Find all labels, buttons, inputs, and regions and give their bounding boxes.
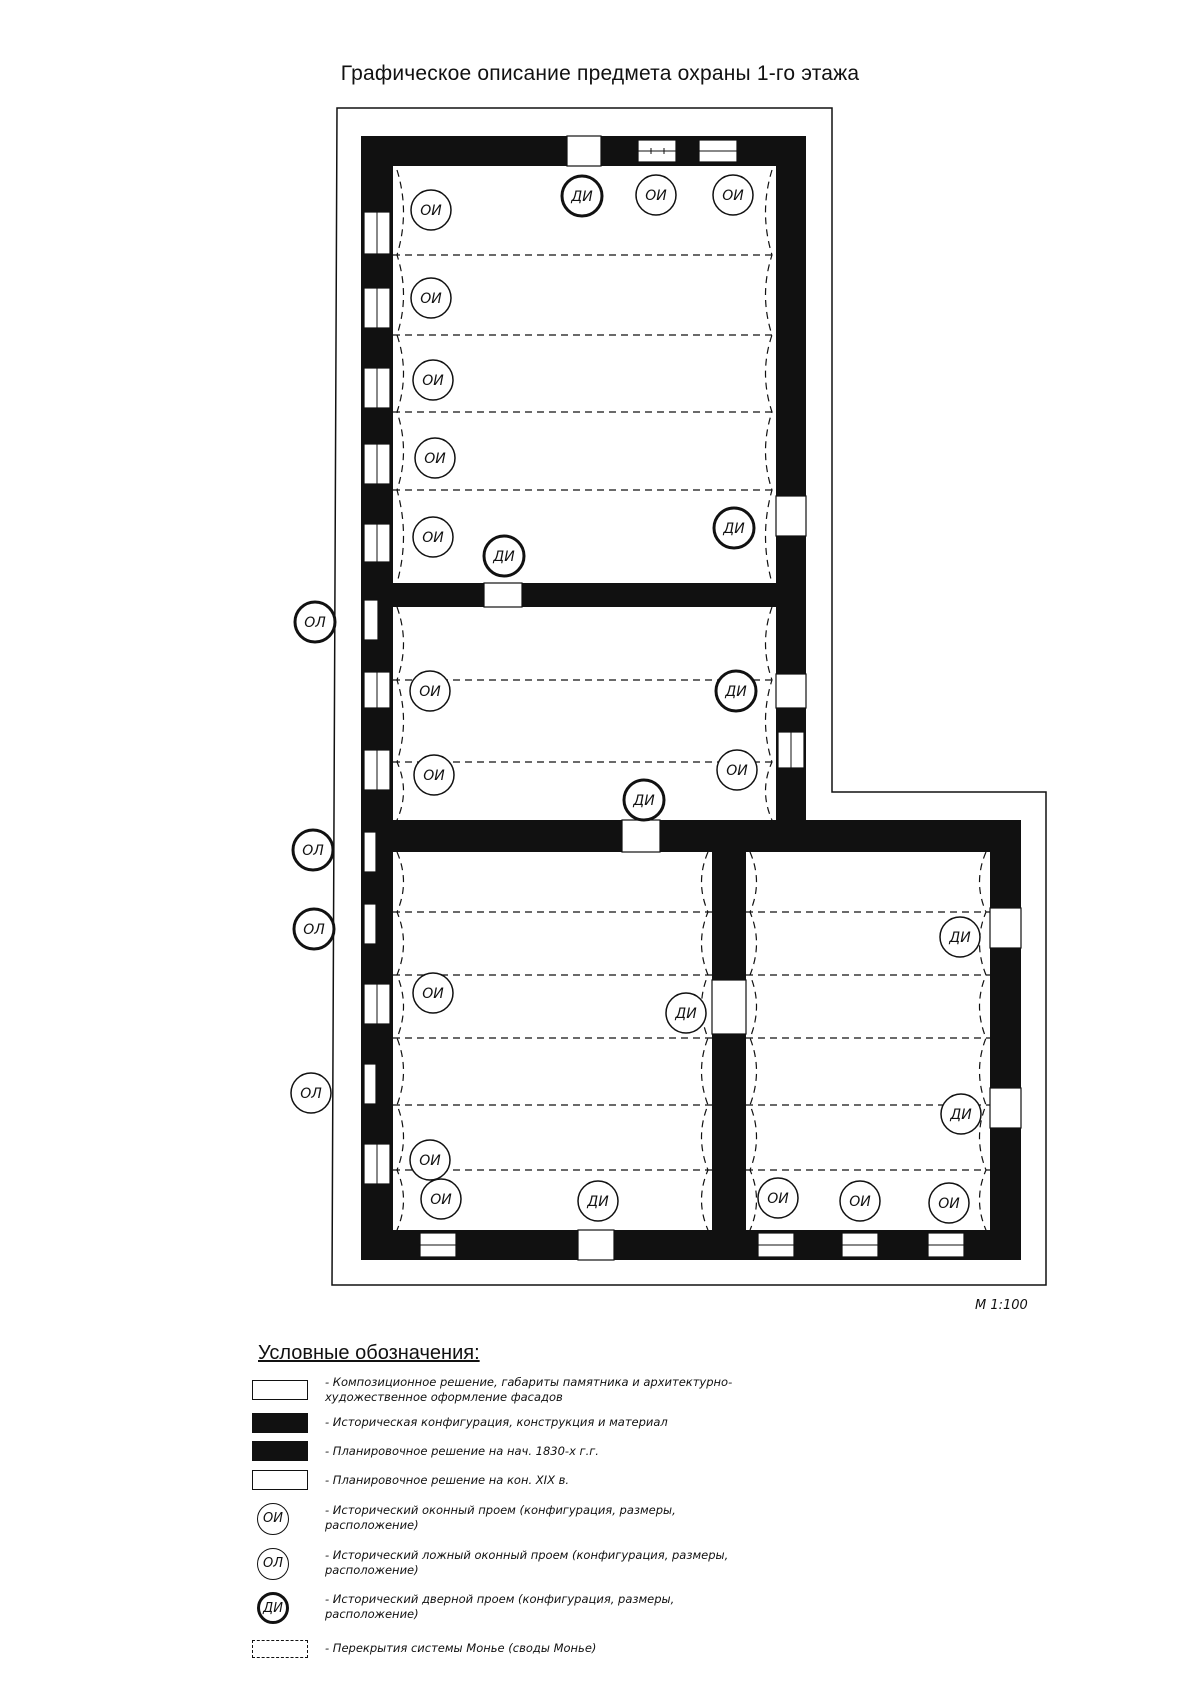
legend-text: - Исторический ложный оконный проем (кон…	[325, 1548, 729, 1577]
oi-marker: ОИ	[712, 174, 754, 216]
oi-marker: ОИ	[409, 670, 451, 712]
svg-text:ОЛ: ОЛ	[303, 922, 325, 938]
svg-text:ОИ: ОИ	[419, 1153, 441, 1169]
legend-text: - Композиционное решение, габариты памят…	[325, 1375, 733, 1404]
svg-text:ОИ: ОИ	[424, 451, 446, 467]
oi-marker: ОИ	[413, 754, 455, 796]
legend-ol-circle: ОЛ	[257, 1548, 289, 1580]
di-marker: ДИ	[940, 1093, 982, 1135]
oi-marker: ОИ	[409, 1139, 451, 1181]
opening-hatches	[376, 148, 964, 1246]
di-marker: ДИ	[665, 992, 707, 1034]
monument-outline	[331, 107, 1047, 1286]
svg-text:ОИ: ОИ	[423, 768, 445, 784]
svg-text:ОИ: ОИ	[938, 1196, 960, 1212]
di-marker: ДИ	[712, 506, 756, 550]
legend-di-circle: ДИ	[257, 1592, 289, 1624]
ol-marker: ОЛ	[290, 1072, 332, 1114]
legend-text: - Исторический оконный проем (конфигурац…	[325, 1503, 676, 1532]
oi-marker: ОИ	[414, 437, 456, 479]
svg-text:ОИ: ОИ	[422, 373, 444, 389]
svg-text:ДИ: ДИ	[674, 1006, 697, 1022]
di-markers: ДИ ДИ ДИ ДИ ДИ	[482, 174, 758, 822]
svg-text:ОИ: ОИ	[422, 986, 444, 1002]
svg-text:ОИ: ОИ	[645, 188, 667, 204]
legend-text: - Исторический дверной проем (конфигурац…	[325, 1592, 675, 1621]
svg-text:ОИ: ОИ	[726, 763, 748, 779]
oi-marker: ОИ	[412, 516, 454, 558]
legend-black-box	[252, 1441, 308, 1461]
oi-markers: ОИ ОИ ОИ ОИ ОИ ОИ ОИ ОИ ОИ ОИ ОИ ОИ ОИ О…	[409, 174, 970, 1224]
svg-text:ДИ: ДИ	[586, 1194, 609, 1210]
ol-marker: ОЛ	[292, 907, 336, 951]
svg-text:ОИ: ОИ	[849, 1194, 871, 1210]
oi-marker: ОИ	[757, 1177, 799, 1219]
di-markers-thin: ДИ ДИ ДИ ДИ	[577, 916, 982, 1222]
svg-text:ОИ: ОИ	[430, 1192, 452, 1208]
ol-markers-thin: ОЛ	[290, 1072, 332, 1114]
svg-text:ДИ: ДИ	[724, 684, 747, 700]
svg-text:ОИ: ОИ	[420, 291, 442, 307]
scale-note: М 1:100	[975, 1298, 1028, 1313]
page-title: Графическое описание предмета охраны 1-г…	[340, 62, 860, 85]
svg-text:ДИ: ДИ	[949, 1107, 972, 1123]
svg-text:ОЛ: ОЛ	[304, 615, 326, 631]
oi-marker: ОИ	[716, 749, 758, 791]
svg-text:ОИ: ОИ	[422, 530, 444, 546]
svg-text:ДИ: ДИ	[570, 189, 593, 205]
legend-white-box	[252, 1470, 308, 1490]
svg-text:ОЛ: ОЛ	[300, 1086, 322, 1102]
svg-text:ДИ: ДИ	[632, 793, 655, 809]
legend-white-box	[252, 1380, 308, 1400]
svg-text:ДИ: ДИ	[948, 930, 971, 946]
oi-marker: ОИ	[839, 1180, 881, 1222]
di-marker: ДИ	[939, 916, 981, 958]
ol-marker: ОЛ	[293, 600, 337, 644]
di-marker: ДИ	[560, 174, 604, 218]
legend-text: - Планировочное решение на нач. 1830-х г…	[325, 1444, 599, 1458]
oi-marker: ОИ	[635, 174, 677, 216]
ol-marker: ОЛ	[291, 828, 335, 872]
svg-text:ОИ: ОИ	[419, 684, 441, 700]
oi-marker: ОИ	[928, 1182, 970, 1224]
oi-marker: ОИ	[410, 277, 452, 319]
di-marker: ДИ	[482, 534, 526, 578]
ol-markers: ОЛ ОЛ ОЛ	[291, 600, 337, 951]
legend-text: - Историческая конфигурация, конструкция…	[325, 1415, 668, 1429]
svg-text:ДИ: ДИ	[722, 521, 745, 537]
wall-openings	[363, 135, 1022, 1261]
legend-dashed-box	[252, 1640, 308, 1658]
svg-text:ОИ: ОИ	[420, 203, 442, 219]
oi-marker: ОИ	[410, 189, 452, 231]
legend-title: Условные обозначения:	[258, 1342, 480, 1364]
svg-text:ОИ: ОИ	[722, 188, 744, 204]
di-marker: ДИ	[714, 669, 758, 713]
svg-text:ОИ: ОИ	[767, 1191, 789, 1207]
svg-text:ОЛ: ОЛ	[302, 843, 324, 859]
oi-marker: ОИ	[412, 972, 454, 1014]
svg-text:ДИ: ДИ	[492, 549, 515, 565]
legend-text: - Планировочное решение на кон. XIX в.	[325, 1473, 570, 1487]
walls	[361, 136, 1021, 1260]
di-marker: ДИ	[577, 1180, 619, 1222]
oi-marker: ОИ	[420, 1178, 462, 1220]
legend-oi-circle: ОИ	[257, 1503, 289, 1535]
di-marker: ДИ	[622, 778, 666, 822]
legend-text: - Перекрытия системы Монье (своды Монье)	[325, 1641, 597, 1655]
oi-marker: ОИ	[412, 359, 454, 401]
legend-black-box	[252, 1413, 308, 1433]
monier-vaults	[393, 169, 990, 1231]
